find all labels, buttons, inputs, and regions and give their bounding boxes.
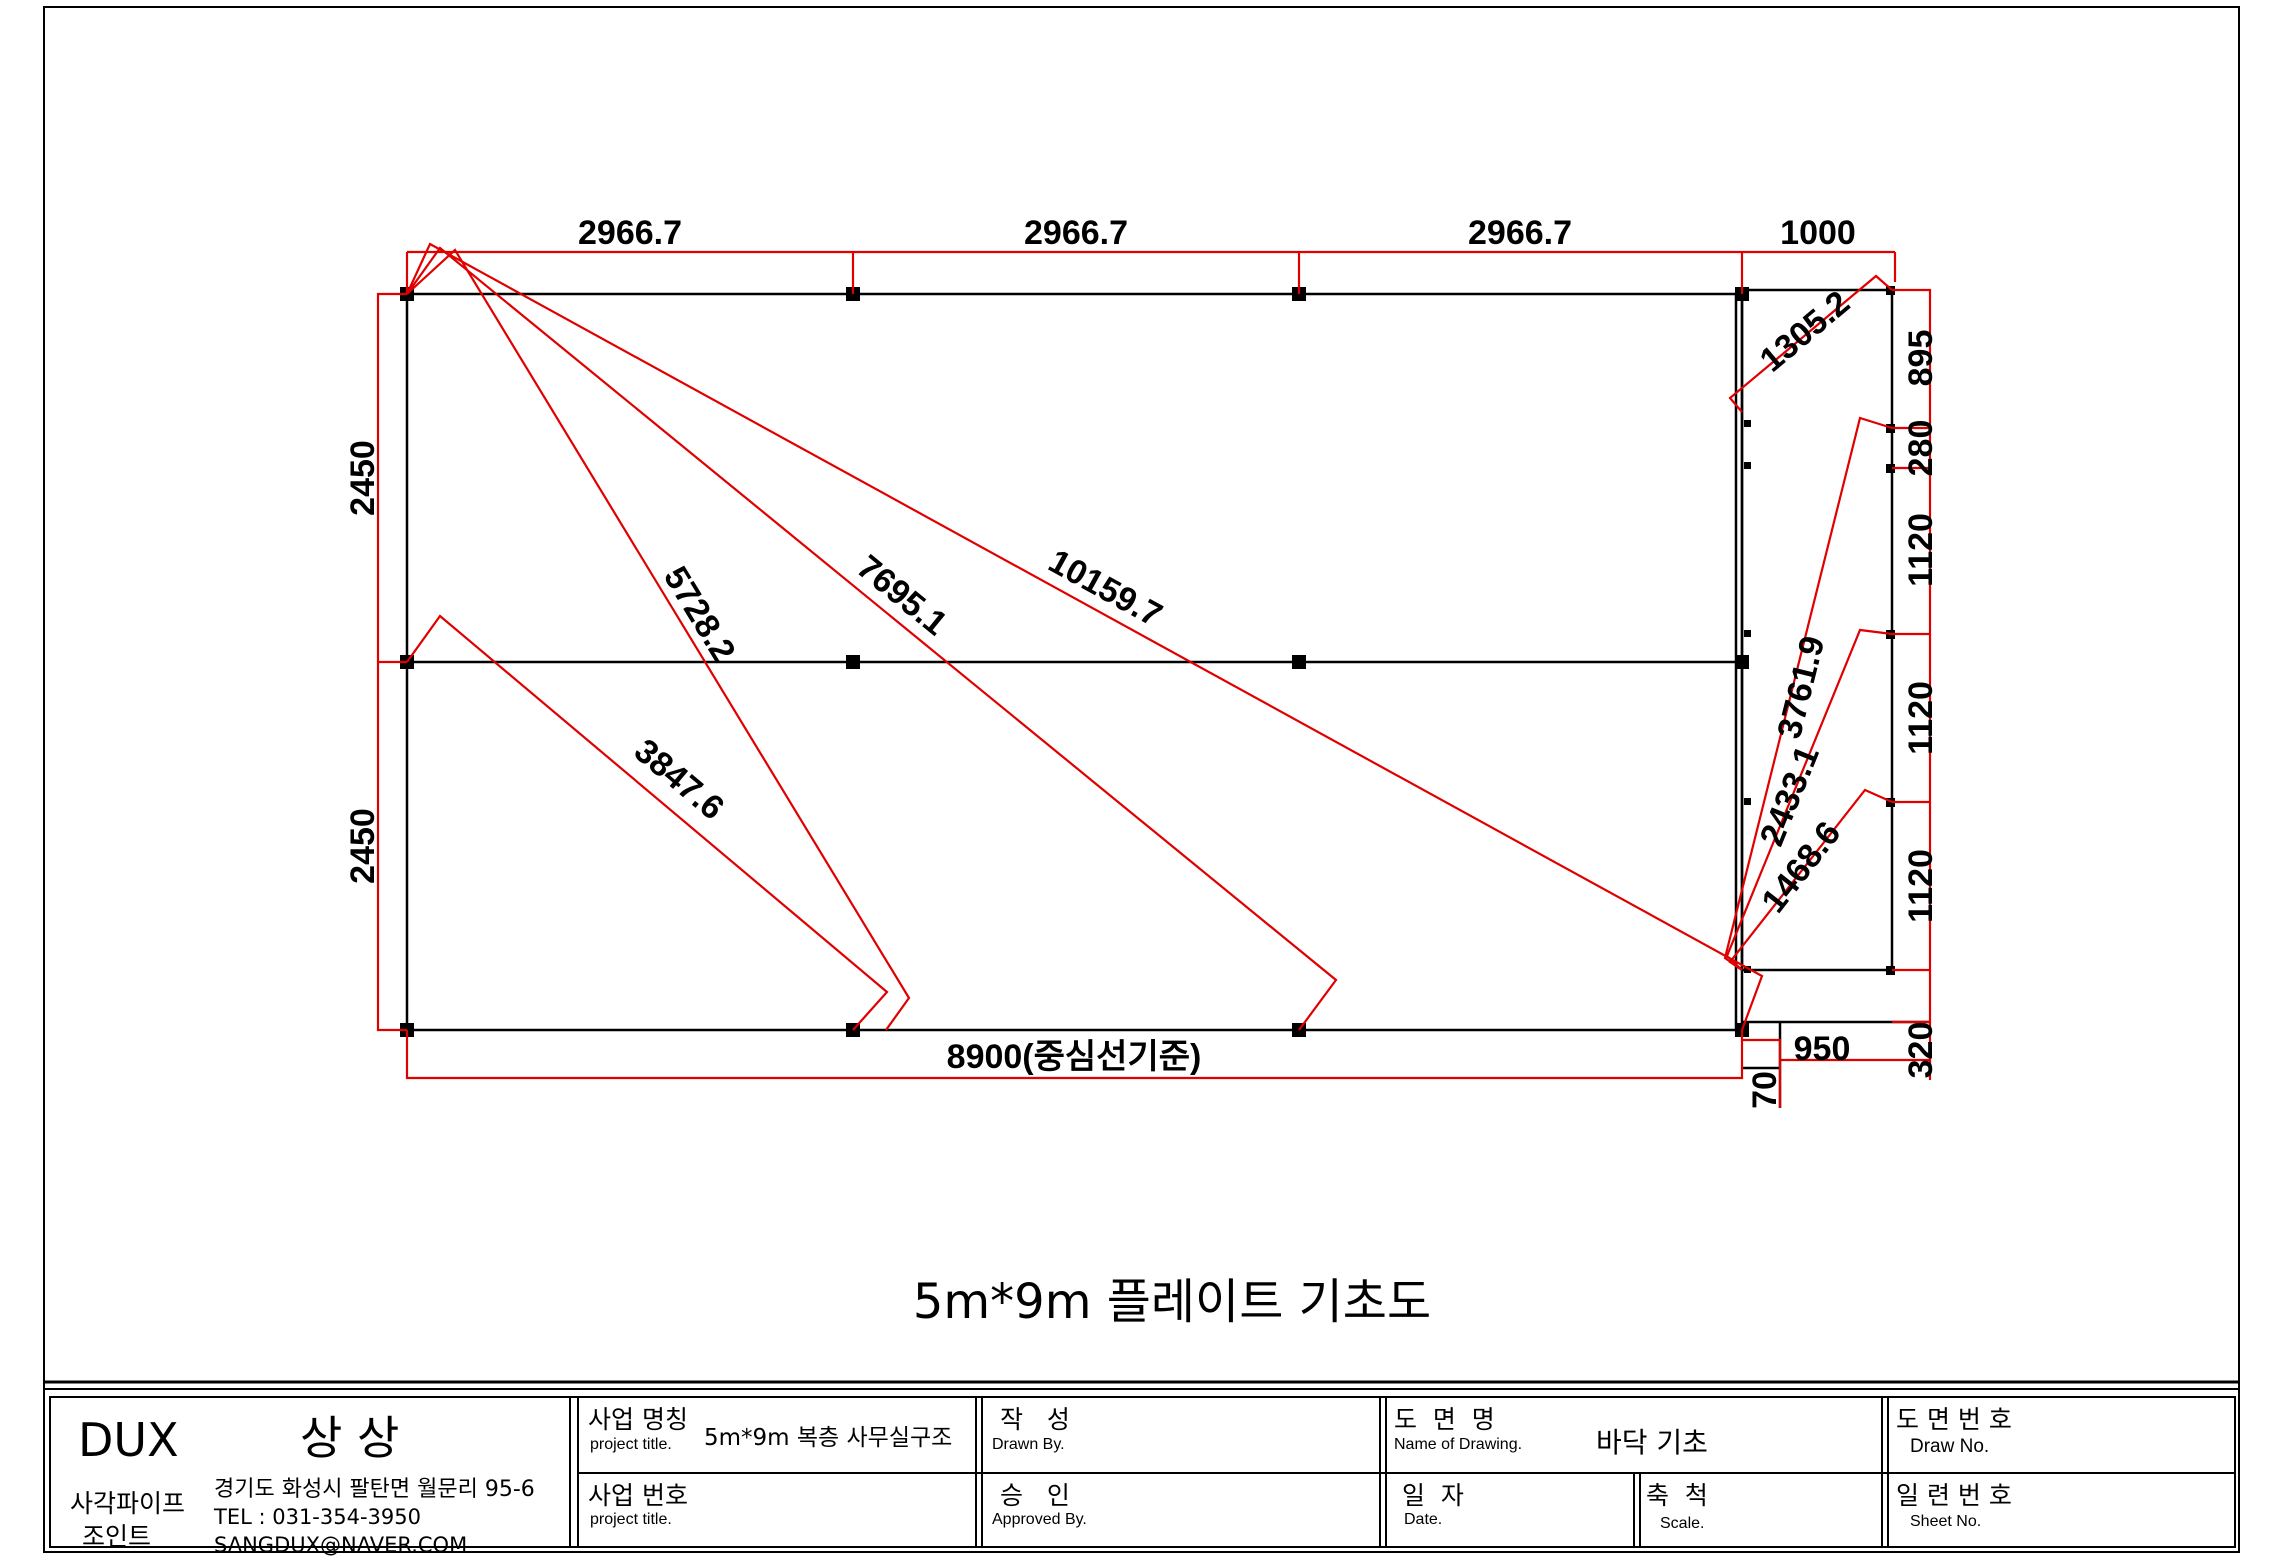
project-no-label: 사업 번호 bbox=[588, 1481, 688, 1510]
company-name: 상 상 bbox=[300, 1411, 399, 1465]
company-tel: TEL : 031-354-3950 bbox=[213, 1505, 421, 1529]
company-address: 경기도 화성시 팔탄면 월문리 95-6 bbox=[214, 1477, 535, 1502]
right-dim-320: 320 bbox=[1902, 1022, 1940, 1079]
left-dim-upper: 2450 bbox=[344, 440, 382, 516]
title-block-text: DUX 상 상 사각파이프 조인트 경기도 화성시 팔탄면 월문리 95-6 T… bbox=[70, 1405, 2012, 1557]
left-dim-lower: 2450 bbox=[344, 808, 382, 884]
right-dim-1120-a: 1120 bbox=[1902, 513, 1940, 587]
right-dim-1120-c: 1120 bbox=[1902, 849, 1940, 923]
right-dim-895: 895 bbox=[1902, 330, 1940, 387]
small-dim-950: 950 bbox=[1794, 1030, 1851, 1068]
date-label: 일 자 bbox=[1402, 1481, 1464, 1510]
top-dim-3: 2966.7 bbox=[1468, 214, 1572, 252]
date-label-en: Date. bbox=[1404, 1511, 1442, 1528]
diag-dim-3761: 3761.9 bbox=[1770, 632, 1832, 742]
project-name-label: 사업 명칭 bbox=[588, 1405, 688, 1434]
drawing-name-label: 도 면 명 bbox=[1394, 1405, 1495, 1434]
approved-by-label-en: Approved By. bbox=[992, 1511, 1087, 1528]
diag-dim-1305: 1305.2 bbox=[1753, 284, 1857, 380]
sheet-no-label-en: Sheet No. bbox=[1910, 1513, 1981, 1530]
draw-no-label-en: Draw No. bbox=[1910, 1436, 1989, 1457]
company-email: SANGDUX@NAVER.COM bbox=[214, 1533, 467, 1557]
title-block bbox=[49, 1396, 2236, 1548]
diag-dim-10159: 10159.7 bbox=[1042, 542, 1168, 635]
drawing-name-label-en: Name of Drawing. bbox=[1394, 1436, 1522, 1453]
drawn-by-label-en: Drawn By. bbox=[992, 1436, 1065, 1453]
approved-by-label: 승 인 bbox=[1000, 1481, 1070, 1510]
structure-frame bbox=[405, 288, 1930, 1108]
small-dim-70: 70 bbox=[1746, 1071, 1784, 1109]
company-logo: DUX bbox=[78, 1413, 179, 1467]
draw-no-label: 도 면 번 호 bbox=[1896, 1405, 2012, 1434]
sheet-no-label: 일 련 번 호 bbox=[1896, 1481, 2012, 1510]
diag-dim-3847: 3847.6 bbox=[627, 732, 731, 828]
top-dim-2: 2966.7 bbox=[1024, 214, 1128, 252]
top-dim-4: 1000 bbox=[1780, 214, 1856, 252]
sheet-border bbox=[43, 6, 2240, 1553]
project-name-label-en: project title. bbox=[590, 1436, 672, 1453]
scale-label-en: Scale. bbox=[1660, 1515, 1704, 1532]
project-name-value: 5m*9m 복층 사무실구조 bbox=[704, 1425, 952, 1451]
scale-label: 축 척 bbox=[1646, 1481, 1708, 1510]
dimension-lines bbox=[376, 242, 1932, 1108]
drawing-title: 5m*9m 플레이트 기초도 bbox=[913, 1274, 1431, 1330]
bottom-dim-total: 8900(중심선기준) bbox=[947, 1038, 1202, 1076]
top-dim-1: 2966.7 bbox=[578, 214, 682, 252]
project-no-label-en: project title. bbox=[590, 1511, 672, 1528]
product-line-2: 조인트 bbox=[82, 1522, 151, 1551]
right-dim-1120-b: 1120 bbox=[1902, 681, 1940, 755]
drawn-by-label: 작 성 bbox=[1000, 1405, 1070, 1434]
product-line-1: 사각파이프 bbox=[70, 1489, 185, 1518]
right-dim-280: 280 bbox=[1902, 420, 1940, 477]
drawing-name-value: 바닥 기초 bbox=[1596, 1426, 1708, 1459]
